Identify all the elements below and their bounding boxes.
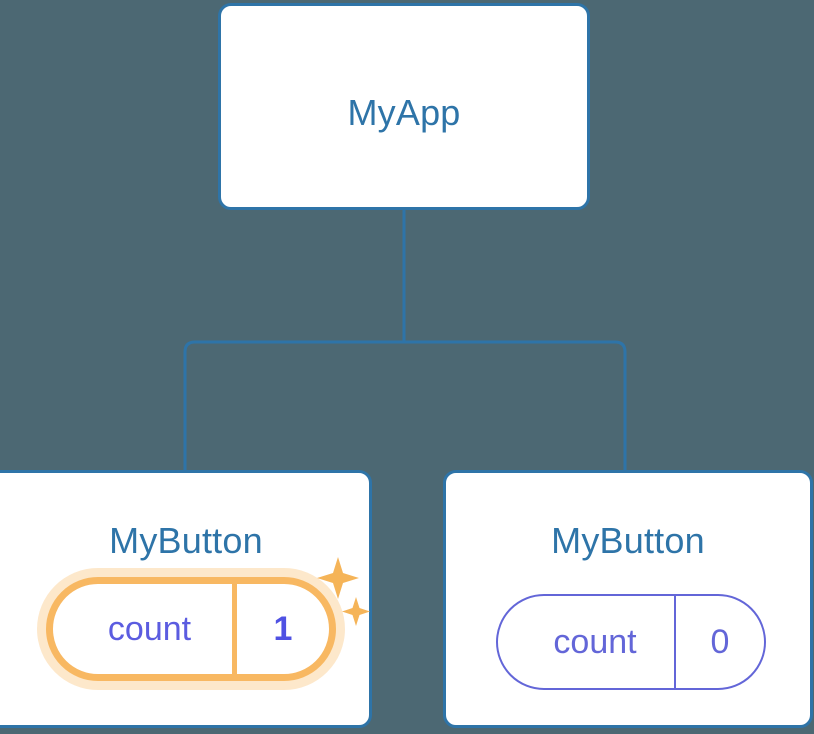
state-pill-wrapper-right: count 0 bbox=[496, 594, 766, 690]
state-pill-left[interactable]: count 1 bbox=[46, 577, 336, 681]
state-pill-wrapper-left: count 1 bbox=[46, 557, 370, 681]
state-value-left: 1 bbox=[273, 610, 293, 648]
component-card-mybutton-left[interactable]: MyButton count 1 bbox=[0, 470, 372, 728]
state-value-right: 0 bbox=[710, 623, 730, 661]
component-title-myapp: MyApp bbox=[347, 92, 461, 133]
connector-branch-left bbox=[183, 340, 404, 470]
sparkle-icon-small bbox=[342, 597, 370, 626]
state-key-right: count bbox=[498, 596, 676, 688]
component-title-mybutton-left: MyButton bbox=[109, 520, 263, 561]
state-key-left: count bbox=[53, 584, 237, 674]
component-card-mybutton-right[interactable]: MyButton count 0 bbox=[443, 470, 813, 728]
component-card-myapp[interactable]: MyApp bbox=[218, 3, 590, 210]
state-pill-right[interactable]: count 0 bbox=[496, 594, 766, 690]
component-title-mybutton-right: MyButton bbox=[551, 520, 705, 561]
connector-branch-right bbox=[404, 340, 627, 470]
